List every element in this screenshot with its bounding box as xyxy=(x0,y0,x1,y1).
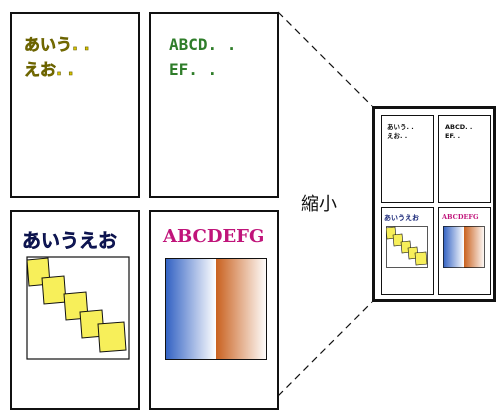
page-top-left: あいう. . えお. . xyxy=(10,12,140,198)
reduced-sheet: あいう. . えお. . ABCD. . EF. . あいうえお ABCDEFG xyxy=(372,106,496,302)
mini-page-bottom-left: あいうえお xyxy=(381,207,434,295)
mini-top-right-line-1: ABCD. . xyxy=(445,123,473,131)
mini-page-bottom-left-heading: あいうえお xyxy=(384,214,419,222)
mini-top-left-line-2: えお. . xyxy=(387,132,408,140)
page-bottom-left: あいうえお xyxy=(10,210,140,410)
reduce-label: 縮小 xyxy=(301,194,337,215)
mini-page-top-left-text: あいう. . えお. . xyxy=(387,123,414,141)
page-bottom-right: ABCDEFG xyxy=(149,210,279,410)
mini-page-bottom-right-heading: ABCDEFG xyxy=(442,213,479,221)
page-top-left-text: あいう. . えお. . xyxy=(24,32,90,82)
page-bottom-right-heading: ABCDEFG xyxy=(163,226,265,247)
page-top-left-line-1: あいう. . xyxy=(24,35,90,55)
page-bottom-left-heading: あいうえお xyxy=(22,230,118,253)
mini-top-right-line-2: EF. . xyxy=(445,132,461,140)
page-top-right: ABCD. . EF. . xyxy=(149,12,279,198)
mini-top-left-line-1: あいう. . xyxy=(387,123,414,131)
mini-page-top-right-text: ABCD. . EF. . xyxy=(445,123,472,141)
mini-page-top-left: あいう. . えお. . xyxy=(381,115,434,203)
mini-sticky-notes-image xyxy=(386,226,428,268)
page-top-right-text: ABCD. . EF. . xyxy=(169,32,236,82)
gradient-image xyxy=(165,258,267,360)
page-top-left-line-2: えお. . xyxy=(24,60,74,80)
sticky-notes-image xyxy=(26,256,130,360)
mini-page-bottom-right: ABCDEFG xyxy=(438,207,491,295)
page-top-right-line-2: EF. . xyxy=(169,60,218,79)
mini-page-top-right: ABCD. . EF. . xyxy=(438,115,491,203)
sticky-note xyxy=(26,257,127,353)
zoom-connector-lines xyxy=(277,11,373,396)
mini-gradient-image xyxy=(443,226,485,268)
page-top-right-line-1: ABCD. . xyxy=(169,35,237,54)
